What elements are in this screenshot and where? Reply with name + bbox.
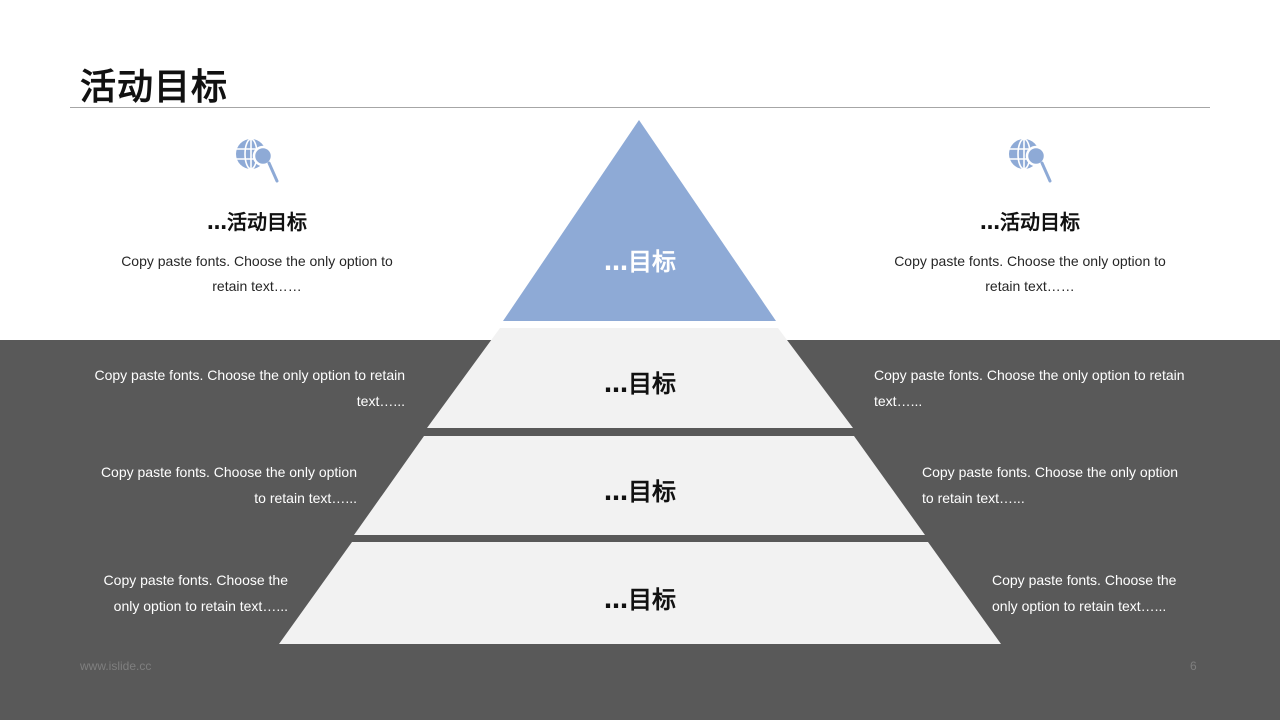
left-text-tier-4: Copy paste fonts. Choose the only option… [60,567,288,619]
right-text-tier-4-line2: only option to retain text…... [992,598,1167,614]
pyramid-tier-2-label: …目标 [604,370,676,398]
right-text-tier-2-line1: Copy paste fonts. Choose the only option… [874,367,1185,383]
right-text-tier-3: Copy paste fonts. Choose the only option… [922,459,1222,511]
top-left-heading: …活动目标 [207,210,307,234]
right-text-tier-4-line1: Copy paste fonts. Choose the [992,572,1177,588]
pyramid-tier-1 [503,120,776,321]
top-right-heading: …活动目标 [980,210,1080,234]
pyramid-tier-4 [279,542,1001,644]
left-text-tier-2-line2: text…... [356,393,405,409]
left-text-tier-3-line2: to retain text…... [254,490,357,506]
footer-url: www.islide.cc [80,659,152,673]
right-text-tier-3-line1: Copy paste fonts. Choose the only option [922,464,1179,480]
pyramid-tier-1-label: …目标 [604,248,676,276]
pyramid-tier-3-label: …目标 [604,478,676,506]
title-divider [70,107,1210,108]
top-left-desc-line2: retain text…… [212,278,302,294]
left-text-tier-2: Copy paste fonts. Choose the only option… [60,362,405,414]
top-left-description: Copy paste fonts. Choose the only option… [107,249,407,299]
page-number: 6 [1190,659,1197,673]
left-text-tier-4-line1: Copy paste fonts. Choose the [103,572,288,588]
left-text-tier-4-line2: only option to retain text…... [113,598,288,614]
top-left-desc-line1: Copy paste fonts. Choose the only option… [121,253,393,269]
right-text-tier-2-line2: text…... [874,393,923,409]
top-right-description: Copy paste fonts. Choose the only option… [880,249,1180,299]
globe-search-icon [236,138,279,183]
globe-search-icon [1009,138,1052,183]
top-right-desc-line2: retain text…… [985,278,1075,294]
pyramid-tier-4-label: …目标 [604,586,676,614]
right-text-tier-2: Copy paste fonts. Choose the only option… [874,362,1219,414]
pyramid-tier-2 [427,328,853,428]
pyramid-tier-3 [354,436,925,535]
left-text-tier-3: Copy paste fonts. Choose the only option… [60,459,357,511]
left-text-tier-2-line1: Copy paste fonts. Choose the only option… [94,367,405,383]
top-right-desc-line1: Copy paste fonts. Choose the only option… [894,253,1166,269]
left-text-tier-3-line1: Copy paste fonts. Choose the only option [100,464,357,480]
right-text-tier-4: Copy paste fonts. Choose the only option… [992,567,1222,619]
right-text-tier-3-line2: to retain text…... [922,490,1025,506]
slide-title: 活动目标 [80,67,229,108]
